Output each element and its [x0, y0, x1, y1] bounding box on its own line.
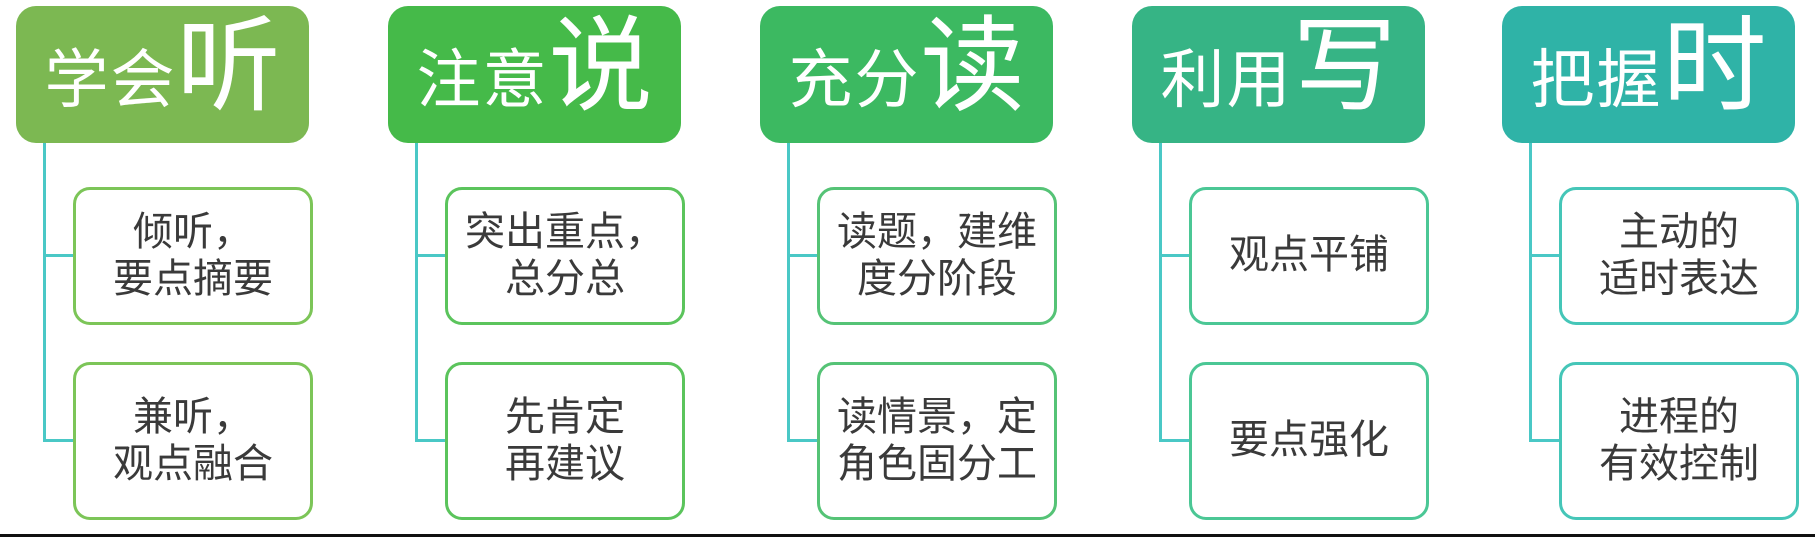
header-box: 把握时 [1502, 6, 1795, 143]
column-mind-speak: 注意说 突出重点， 总分总 先肯定 再建议 [388, 0, 685, 542]
column-fully-read: 充分读 读题，建维 度分阶段 读情景，定 角色固分工 [760, 0, 1057, 542]
header-box: 充分读 [760, 6, 1053, 143]
child-node-text: 突出重点， 总分总 [465, 209, 665, 301]
connector-branch-line [1529, 254, 1560, 257]
header-emphasis-text: 说 [548, 9, 653, 125]
child-node: 进程的 有效控制 [1559, 362, 1799, 520]
header-prefix-text: 学会 [44, 44, 177, 116]
child-node-text: 读题，建维 度分阶段 [837, 209, 1037, 301]
child-node-text: 倾听， 要点摘要 [113, 209, 273, 301]
header-emphasis-text: 读 [920, 9, 1025, 125]
header-prefix-text: 利用 [1160, 44, 1293, 116]
child-node: 读题，建维 度分阶段 [817, 187, 1057, 325]
header-box: 注意说 [388, 6, 681, 143]
child-node-text: 进程的 有效控制 [1599, 394, 1759, 486]
child-node-text: 读情景，定 角色固分工 [837, 394, 1037, 486]
header-emphasis-text: 时 [1662, 9, 1767, 125]
child-node-text: 观点平铺 [1229, 233, 1389, 278]
child-node-text: 先肯定 再建议 [505, 394, 625, 486]
connector-vertical-line [1159, 143, 1162, 441]
child-node: 要点强化 [1189, 362, 1429, 520]
header-prefix-text: 把握 [1530, 44, 1663, 116]
header-box: 利用写 [1132, 6, 1425, 143]
connector-vertical-line [1529, 143, 1532, 441]
child-node: 主动的 适时表达 [1559, 187, 1799, 325]
column-use-write: 利用写 观点平铺 要点强化 [1132, 0, 1429, 542]
child-node: 突出重点， 总分总 [445, 187, 685, 325]
child-node: 观点平铺 [1189, 187, 1429, 325]
header-box: 学会听 [16, 6, 309, 143]
child-node: 读情景，定 角色固分工 [817, 362, 1057, 520]
child-node: 兼听， 观点融合 [73, 362, 313, 520]
connector-branch-line [43, 254, 74, 257]
connector-branch-line [415, 439, 446, 442]
child-node-text: 要点强化 [1229, 418, 1389, 463]
connector-branch-line [415, 254, 446, 257]
connector-vertical-line [43, 143, 46, 441]
connector-branch-line [43, 439, 74, 442]
child-node-text: 兼听， 观点融合 [113, 394, 273, 486]
header-emphasis-text: 写 [1292, 9, 1397, 125]
column-grasp-time: 把握时 主动的 适时表达 进程的 有效控制 [1502, 0, 1799, 542]
column-learn-listen: 学会听 倾听， 要点摘要 兼听， 观点融合 [16, 0, 313, 542]
header-prefix-text: 充分 [788, 44, 921, 116]
bottom-border-line [0, 534, 1815, 537]
connector-branch-line [1529, 439, 1560, 442]
header-prefix-text: 注意 [416, 44, 549, 116]
connector-vertical-line [415, 143, 418, 441]
child-node: 先肯定 再建议 [445, 362, 685, 520]
connector-branch-line [1159, 254, 1190, 257]
connector-vertical-line [787, 143, 790, 441]
child-node: 倾听， 要点摘要 [73, 187, 313, 325]
connector-branch-line [787, 254, 818, 257]
connector-branch-line [1159, 439, 1190, 442]
child-node-text: 主动的 适时表达 [1599, 209, 1759, 301]
header-emphasis-text: 听 [176, 9, 281, 125]
connector-branch-line [787, 439, 818, 442]
